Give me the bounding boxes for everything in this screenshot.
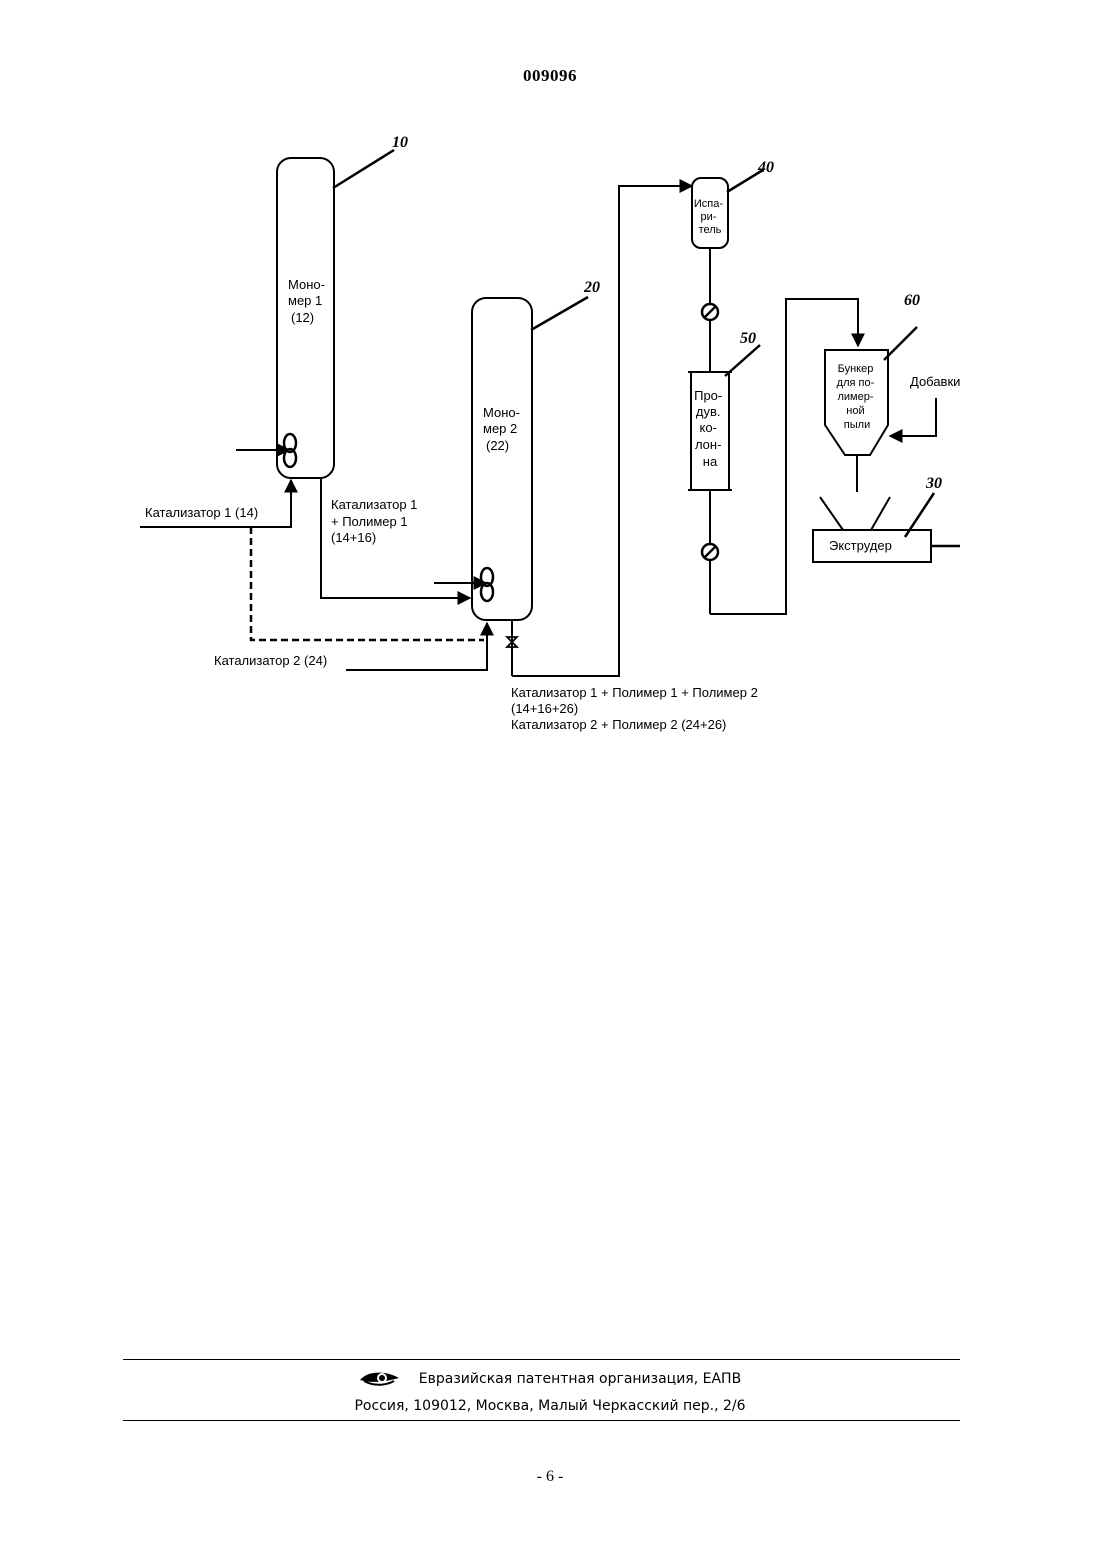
evaporator: Испа- ри- тель xyxy=(692,178,728,248)
page-number: - 6 - xyxy=(0,1468,1100,1486)
callout-50: 50 xyxy=(740,330,756,347)
callout-10: 10 xyxy=(392,134,408,151)
reactor-1-label: Моно- мер 1 (12) xyxy=(288,277,329,325)
agitator-2-icon xyxy=(481,568,493,601)
callout-40: 40 xyxy=(757,159,774,176)
reactor-2: Моно- мер 2 (22) xyxy=(434,298,532,620)
extruder: Экструдер xyxy=(813,497,960,562)
catalyst-1-polymer-1-label: Катализатор 1 + Полимер 1 (14+16) xyxy=(331,497,421,545)
bunker-label: Бункер для по- лимер- ной пыли xyxy=(837,363,878,431)
callout-30: 30 xyxy=(925,475,942,492)
organization-name: Евразийская патентная организация, ЕАПВ xyxy=(419,1371,741,1387)
bunker: Бункер для по- лимер- ной пыли xyxy=(825,350,888,455)
rotary-valve-1-icon xyxy=(702,304,718,320)
purge-column-label: Про- дув. ко- лон- на xyxy=(694,388,726,469)
footer-rule-bottom xyxy=(123,1420,960,1421)
callout-20: 20 xyxy=(583,279,600,296)
rotary-valve-2-icon xyxy=(702,544,718,560)
additives-label: Добавки xyxy=(910,374,960,389)
reactor-2-label: Моно- мер 2 (22) xyxy=(483,405,524,453)
purge-column: Про- дув. ко- лон- на xyxy=(688,372,732,490)
catalyst-2-label: Катализатор 2 (24) xyxy=(214,653,327,668)
evaporator-label: Испа- ри- тель xyxy=(694,198,726,236)
callout-60: 60 xyxy=(904,292,920,309)
footer-rule-top xyxy=(123,1359,960,1360)
footer-address: Россия, 109012, Москва, Малый Черкасский… xyxy=(0,1398,1100,1414)
reactor-1: Моно- мер 1 (12) xyxy=(236,158,334,478)
footer-organization: Евразийская патентная организация, ЕАПВ xyxy=(0,1369,1100,1393)
outlet-stream-label: Катализатор 1 + Полимер 1 + Полимер 2 (1… xyxy=(511,685,761,732)
eapo-logo-icon xyxy=(359,1369,401,1389)
catalyst-1-label: Катализатор 1 (14) xyxy=(145,505,258,520)
process-flow-diagram: Моно- мер 1 (12) 10 Катализатор 1 (14) К… xyxy=(0,0,1100,800)
extruder-label: Экструдер xyxy=(829,538,892,553)
